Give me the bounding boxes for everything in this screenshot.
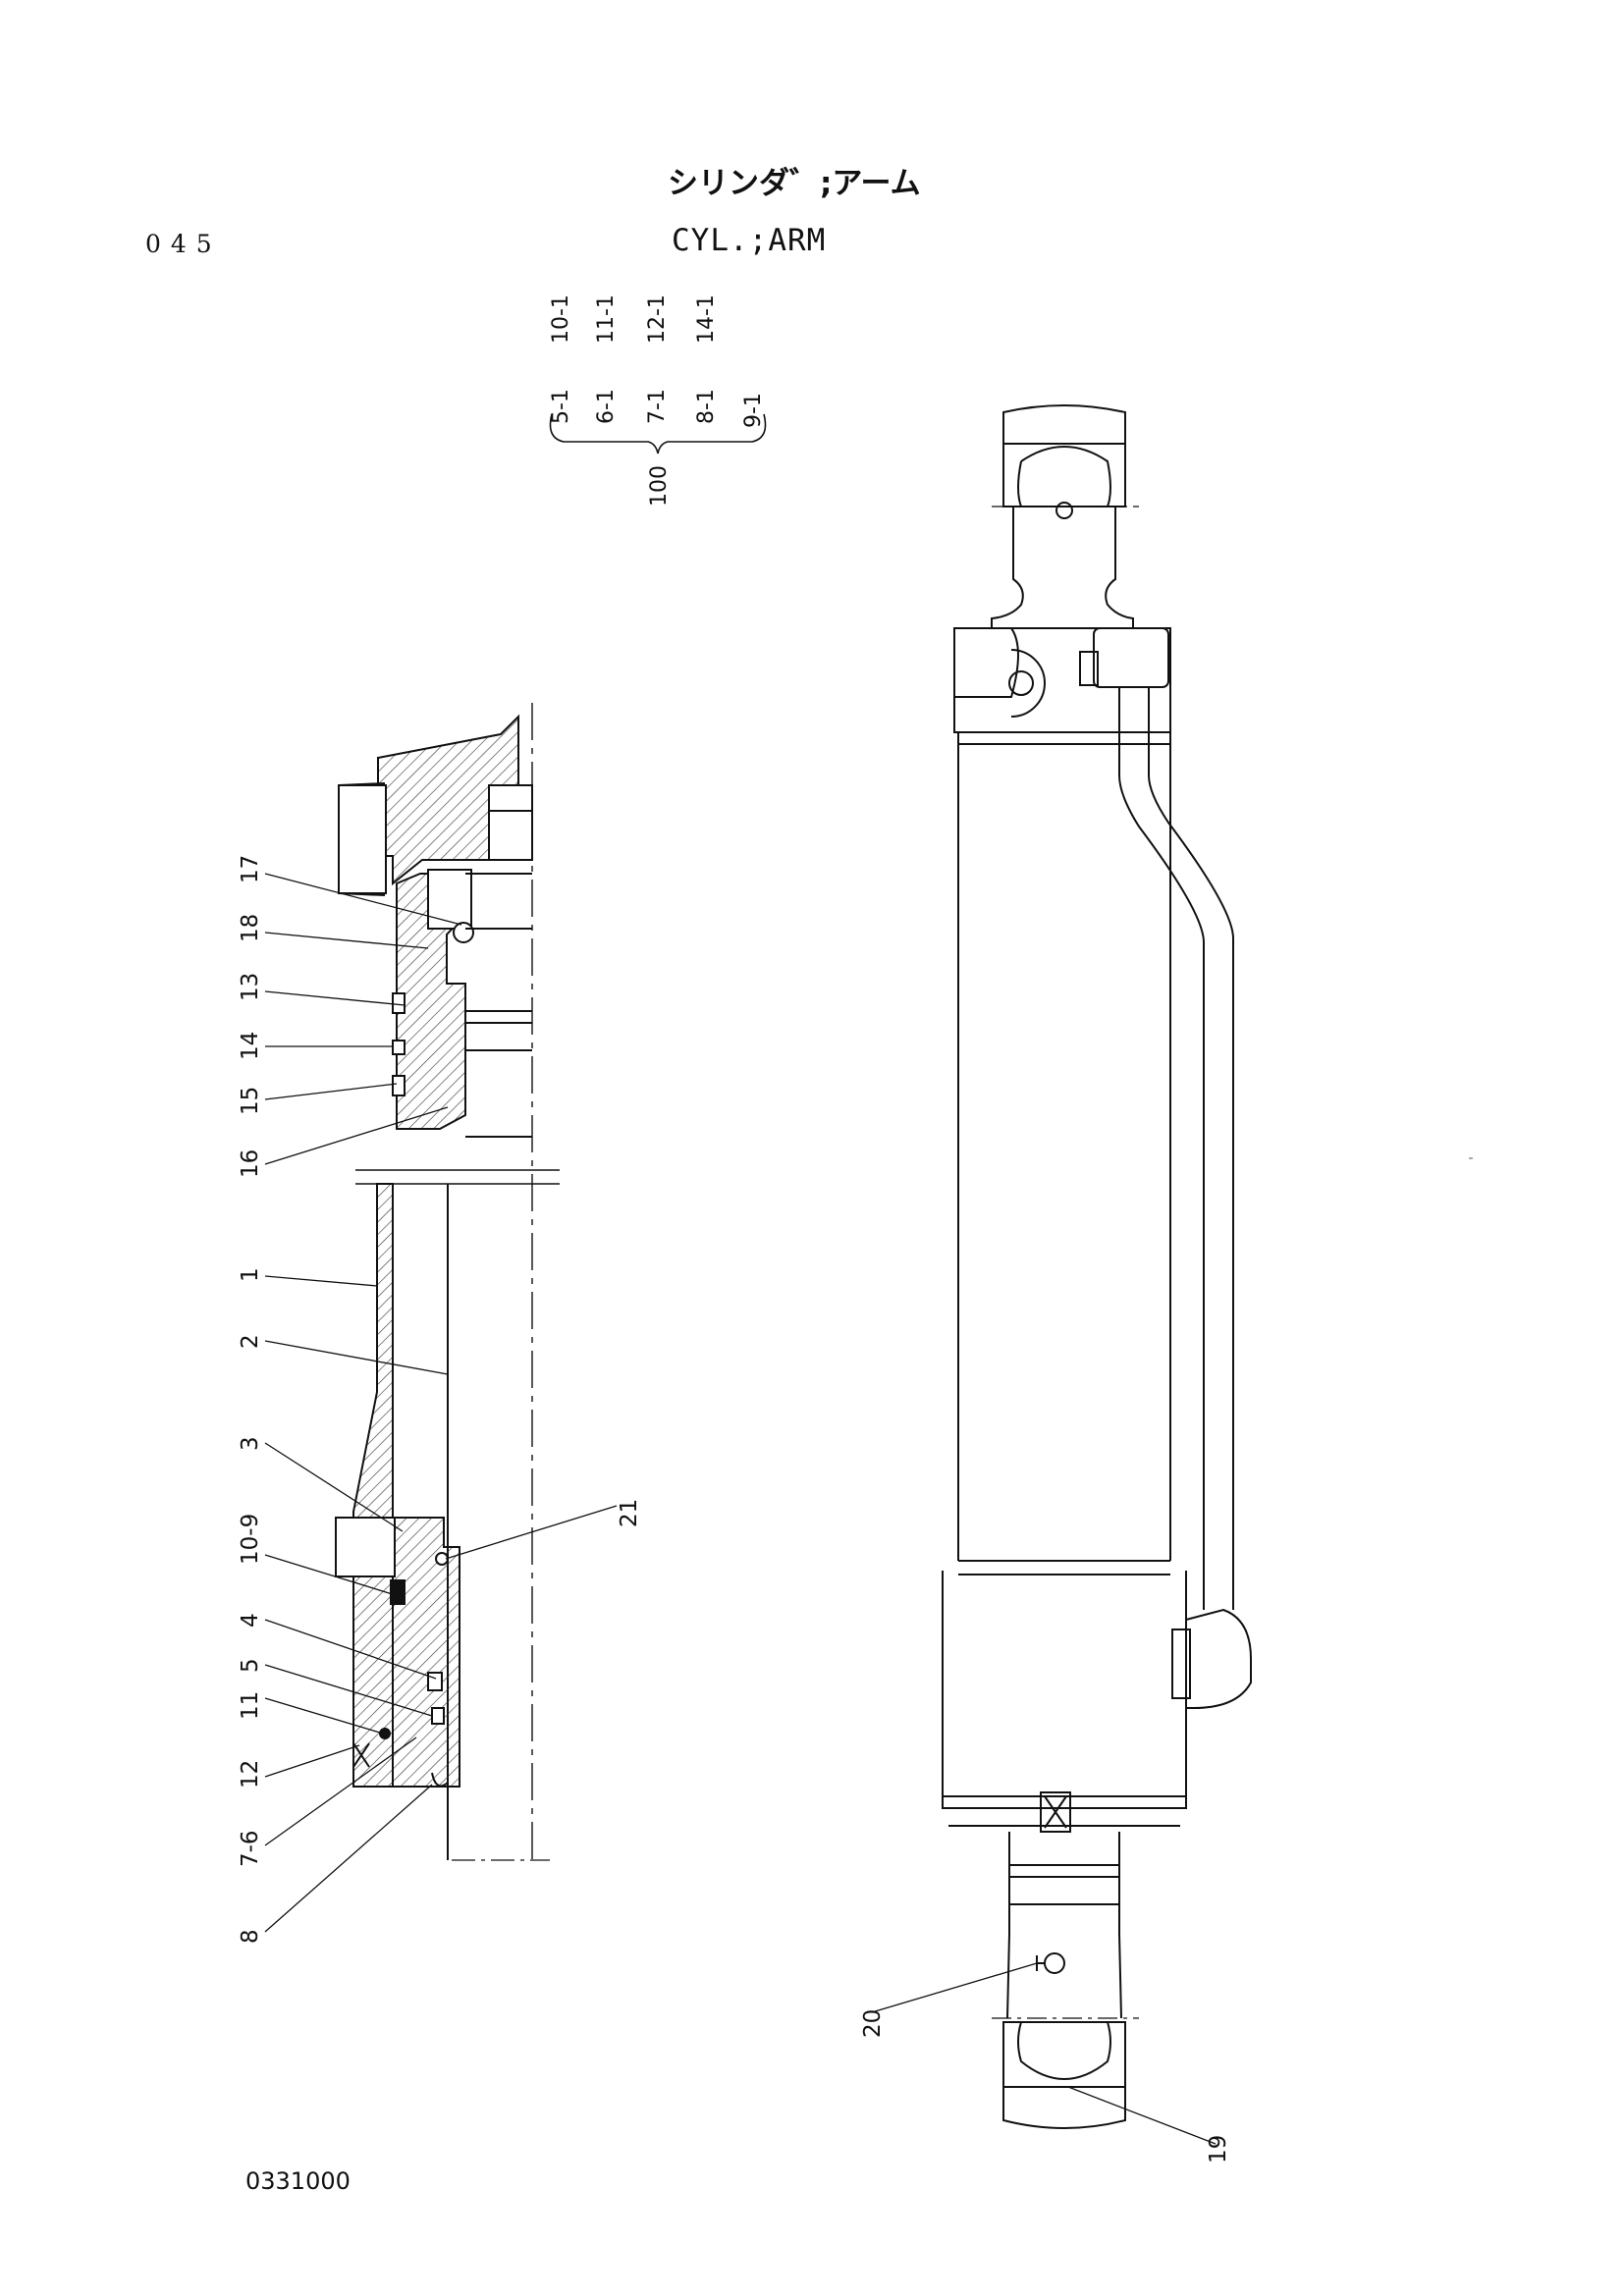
callout-17: 17 (238, 855, 263, 883)
hydraulic-hose (1118, 687, 1205, 1610)
callout-19: 19 (1206, 2135, 1231, 2163)
title-english: CYL.;ARM (672, 223, 827, 258)
tube-body (957, 732, 1171, 1561)
kit-label-100: 100 (647, 465, 672, 507)
kit-label-10-1: 10-1 (549, 294, 573, 344)
hose-fitting-bottom (1185, 1608, 1252, 1709)
hose-fitting-top (1093, 627, 1169, 688)
cylinder-section-view (335, 703, 560, 1861)
callout-2: 2 (238, 1334, 263, 1349)
callout-7-6: 7-6 (238, 1830, 263, 1867)
callout-21: 21 (617, 1499, 642, 1527)
document-code: 0331000 (245, 2167, 351, 2195)
cylinder-external-view (871, 404, 1252, 2145)
kit-label-7-1: 7-1 (645, 389, 670, 424)
kit-label-11-1: 11-1 (594, 294, 619, 344)
callout-10-9: 10-9 (238, 1514, 263, 1565)
rod-eye (1002, 2021, 1126, 2129)
kit-label-14-1: 14-1 (694, 294, 719, 344)
callout-4: 4 (238, 1613, 263, 1628)
kit-label-5-1: 5-1 (549, 389, 573, 424)
top-eye (1002, 404, 1126, 507)
callout-8: 8 (238, 1929, 263, 1944)
callout-1: 1 (238, 1267, 263, 1282)
kit-label-6-1: 6-1 (594, 389, 619, 424)
kit-group-brace (549, 413, 767, 454)
kit-group-labels: 10-1 11-1 12-1 14-1 5-1 6-1 7-1 8-1 9-1 … (549, 294, 767, 507)
callout-3: 3 (238, 1436, 263, 1451)
section-callouts: 17 18 13 14 15 16 1 2 3 10-9 4 5 11 12 7… (238, 855, 642, 1944)
kit-label-9-1: 9-1 (741, 393, 766, 428)
callout-16: 16 (238, 1149, 263, 1178)
callout-13: 13 (238, 973, 263, 1001)
piston-rod-external (1008, 1832, 1120, 1934)
callout-5: 5 (238, 1658, 263, 1673)
rod-head (942, 1571, 1187, 1809)
callout-15: 15 (238, 1087, 263, 1115)
callout-14: 14 (238, 1032, 263, 1060)
callout-11: 11 (238, 1691, 263, 1720)
head-block (953, 627, 1171, 733)
kit-label-12-1: 12-1 (645, 294, 670, 344)
kit-label-8-1: 8-1 (694, 389, 719, 424)
cylinder-tube (352, 1183, 394, 1788)
title-japanese: シリンダ゛;アーム (668, 166, 921, 201)
callout-18: 18 (238, 914, 263, 942)
section-callout-leaders (264, 873, 618, 1933)
grease-nipple (1044, 1952, 1065, 1974)
external-callouts: 20 19 (860, 2009, 1231, 2163)
callout-12: 12 (238, 1760, 263, 1789)
page-number: 045 (145, 230, 222, 258)
callout-20: 20 (860, 2009, 886, 2038)
break-line (355, 1169, 560, 1185)
